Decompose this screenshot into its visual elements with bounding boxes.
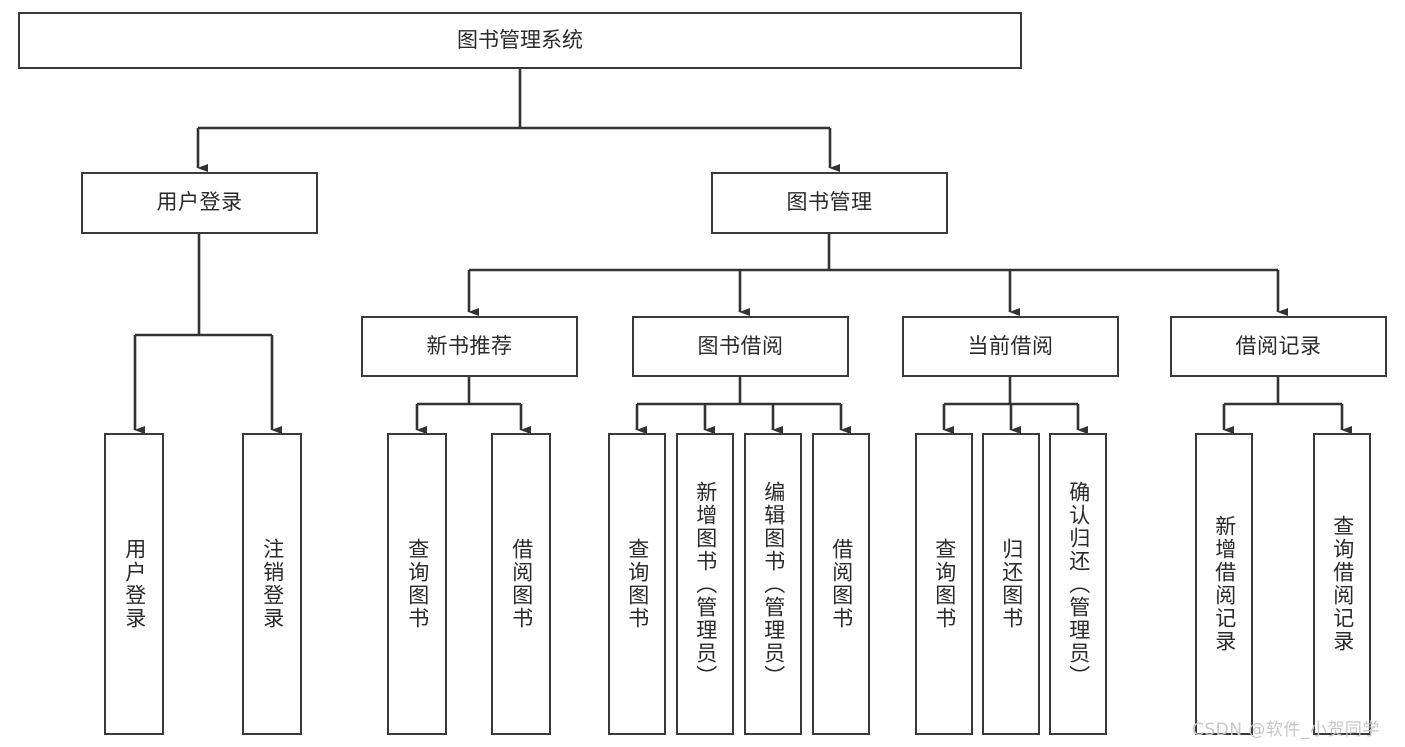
node-leaf-current-query-book-label: 查询图书 xyxy=(932,538,957,630)
node-leaf-current-confirm-return-label: 确认归还（管理员） xyxy=(1066,480,1091,688)
node-leaf-recommend-borrow-book[interactable]: 借阅图书 xyxy=(491,433,551,735)
node-leaf-borrow-add-book-label: 新增图书（管理员） xyxy=(693,480,718,688)
node-leaf-record-add-record[interactable]: 新增借阅记录 xyxy=(1195,433,1253,735)
node-leaf-user-login-logout-label: 注销登录 xyxy=(260,538,285,630)
node-root-system[interactable]: 图书管理系统 xyxy=(18,12,1022,69)
node-user-login-label: 用户登录 xyxy=(156,190,243,215)
node-leaf-record-add-record-label: 新增借阅记录 xyxy=(1212,515,1237,653)
node-leaf-record-query-record-label: 查询借阅记录 xyxy=(1330,515,1355,653)
node-book-management-label: 图书管理 xyxy=(786,190,873,215)
node-book-management[interactable]: 图书管理 xyxy=(711,172,948,234)
node-leaf-user-login-login-label: 用户登录 xyxy=(122,538,147,630)
node-new-book-recommend-label: 新书推荐 xyxy=(426,333,513,358)
node-leaf-borrow-query-book-label: 查询图书 xyxy=(625,538,650,630)
node-borrow-record-label: 借阅记录 xyxy=(1235,333,1322,358)
node-leaf-recommend-borrow-book-label: 借阅图书 xyxy=(509,538,534,630)
node-leaf-borrow-add-book[interactable]: 新增图书（管理员） xyxy=(676,433,734,735)
node-leaf-record-query-record[interactable]: 查询借阅记录 xyxy=(1313,433,1371,735)
node-borrow-record[interactable]: 借阅记录 xyxy=(1170,316,1387,377)
node-book-borrow[interactable]: 图书借阅 xyxy=(632,316,849,377)
node-root-system-label: 图书管理系统 xyxy=(457,27,583,52)
node-leaf-current-query-book[interactable]: 查询图书 xyxy=(915,433,973,735)
node-leaf-current-return-book[interactable]: 归还图书 xyxy=(982,433,1040,735)
node-leaf-user-login-logout[interactable]: 注销登录 xyxy=(242,433,302,735)
node-user-login[interactable]: 用户登录 xyxy=(81,172,318,234)
node-leaf-borrow-edit-book[interactable]: 编辑图书（管理员） xyxy=(744,433,802,735)
node-leaf-borrow-query-book[interactable]: 查询图书 xyxy=(608,433,666,735)
node-current-borrow[interactable]: 当前借阅 xyxy=(902,316,1119,377)
node-leaf-recommend-query-book-label: 查询图书 xyxy=(405,538,430,630)
node-leaf-borrow-borrow-book[interactable]: 借阅图书 xyxy=(812,433,870,735)
node-leaf-current-confirm-return[interactable]: 确认归还（管理员） xyxy=(1049,433,1107,735)
node-new-book-recommend[interactable]: 新书推荐 xyxy=(361,316,578,377)
node-leaf-borrow-edit-book-label: 编辑图书（管理员） xyxy=(761,480,786,688)
node-book-borrow-label: 图书借阅 xyxy=(697,333,784,358)
node-leaf-recommend-query-book[interactable]: 查询图书 xyxy=(387,433,447,735)
node-leaf-current-return-book-label: 归还图书 xyxy=(999,538,1024,630)
node-current-borrow-label: 当前借阅 xyxy=(967,333,1054,358)
node-leaf-borrow-borrow-book-label: 借阅图书 xyxy=(829,538,854,630)
node-leaf-user-login-login[interactable]: 用户登录 xyxy=(104,433,164,735)
